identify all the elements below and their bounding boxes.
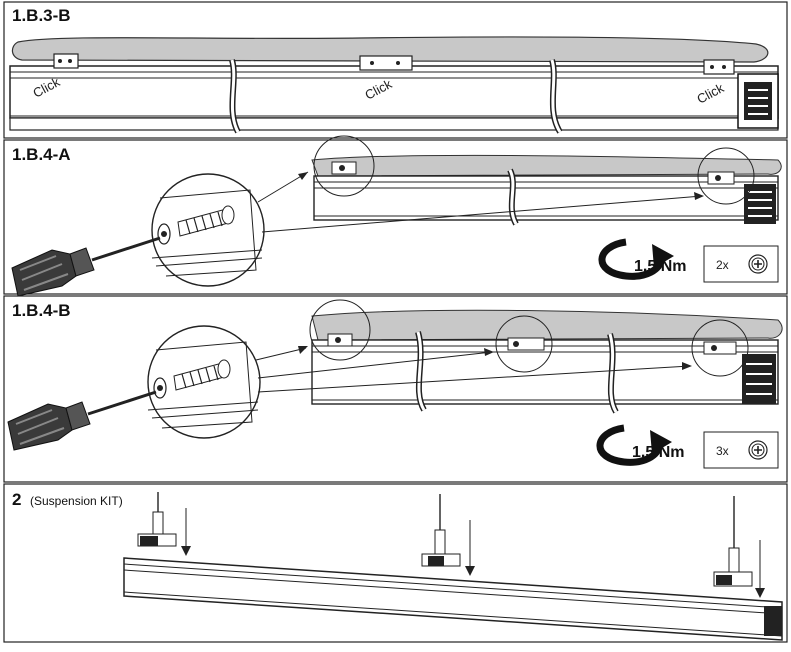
detail-marker-circle — [313, 135, 375, 197]
pointer-line — [257, 171, 309, 203]
panel-title: 2 — [12, 490, 21, 509]
panel-1b4a: 1.B.4-A — [3, 135, 788, 298]
panel-title: 1.B.3-B — [12, 6, 71, 25]
screw-head-icon — [748, 254, 768, 274]
down-arrowhead — [755, 588, 765, 598]
zoom-detail-circle — [151, 173, 265, 287]
clip-screw — [707, 171, 735, 185]
rail-profile — [311, 154, 782, 226]
pointer-arrowhead — [298, 172, 308, 180]
pointer-line — [257, 351, 493, 379]
pointer-arrowhead — [682, 362, 692, 370]
zoom-detail-circle — [147, 325, 261, 439]
pointer-arrowhead — [694, 192, 704, 200]
panel-title: 1.B.4-B — [12, 301, 71, 320]
suspension-hanger — [713, 496, 753, 587]
mounting-clip — [53, 53, 79, 69]
panel-frame — [3, 1, 788, 139]
torque-label: 1,5 Nm — [632, 444, 684, 461]
rail-profile — [123, 557, 783, 641]
detail-marker-circle — [697, 147, 755, 205]
suspension-hanger — [137, 492, 177, 547]
pointer-line — [257, 365, 691, 393]
down-arrowhead — [181, 546, 191, 556]
screwdriver-icon — [6, 390, 158, 452]
detail-marker-circle — [691, 319, 749, 377]
torque-label: 1,5 Nm — [634, 258, 686, 275]
screwdriver-icon — [10, 236, 162, 298]
diffuser-cover — [11, 36, 769, 63]
detail-marker-circle — [495, 315, 553, 373]
panel-subtitle: (Suspension KIT) — [30, 494, 123, 508]
panel-frame — [3, 139, 788, 295]
clip-screw — [331, 161, 357, 175]
rail-profile — [311, 309, 783, 414]
quantity-label: 3x — [716, 444, 729, 458]
panel-1b3b: 1.B.3-B — [3, 1, 788, 139]
mounting-clip — [703, 59, 735, 75]
detail-marker-circle — [309, 299, 371, 361]
clip-screw — [507, 337, 545, 351]
panel-title: 1.B.4-A — [12, 145, 71, 164]
clip-screw — [327, 333, 353, 347]
pointer-line — [261, 195, 703, 233]
quantity-label: 2x — [716, 258, 729, 272]
clip-screw — [703, 341, 737, 355]
screw-head-icon — [748, 440, 768, 460]
pointer-arrowhead — [484, 348, 494, 356]
rail-profile — [9, 59, 779, 134]
pointer-line — [255, 347, 307, 361]
panel-frame — [3, 295, 788, 483]
panel-suspension-kit: 2 (Suspension KIT) — [3, 483, 788, 643]
panel-1b4b: 1.B.4-B — [3, 295, 788, 483]
mounting-clip — [359, 55, 413, 71]
panel-frame — [3, 483, 788, 643]
pointer-arrowhead — [298, 346, 308, 354]
down-arrowhead — [465, 566, 475, 576]
suspension-hanger — [421, 494, 461, 567]
